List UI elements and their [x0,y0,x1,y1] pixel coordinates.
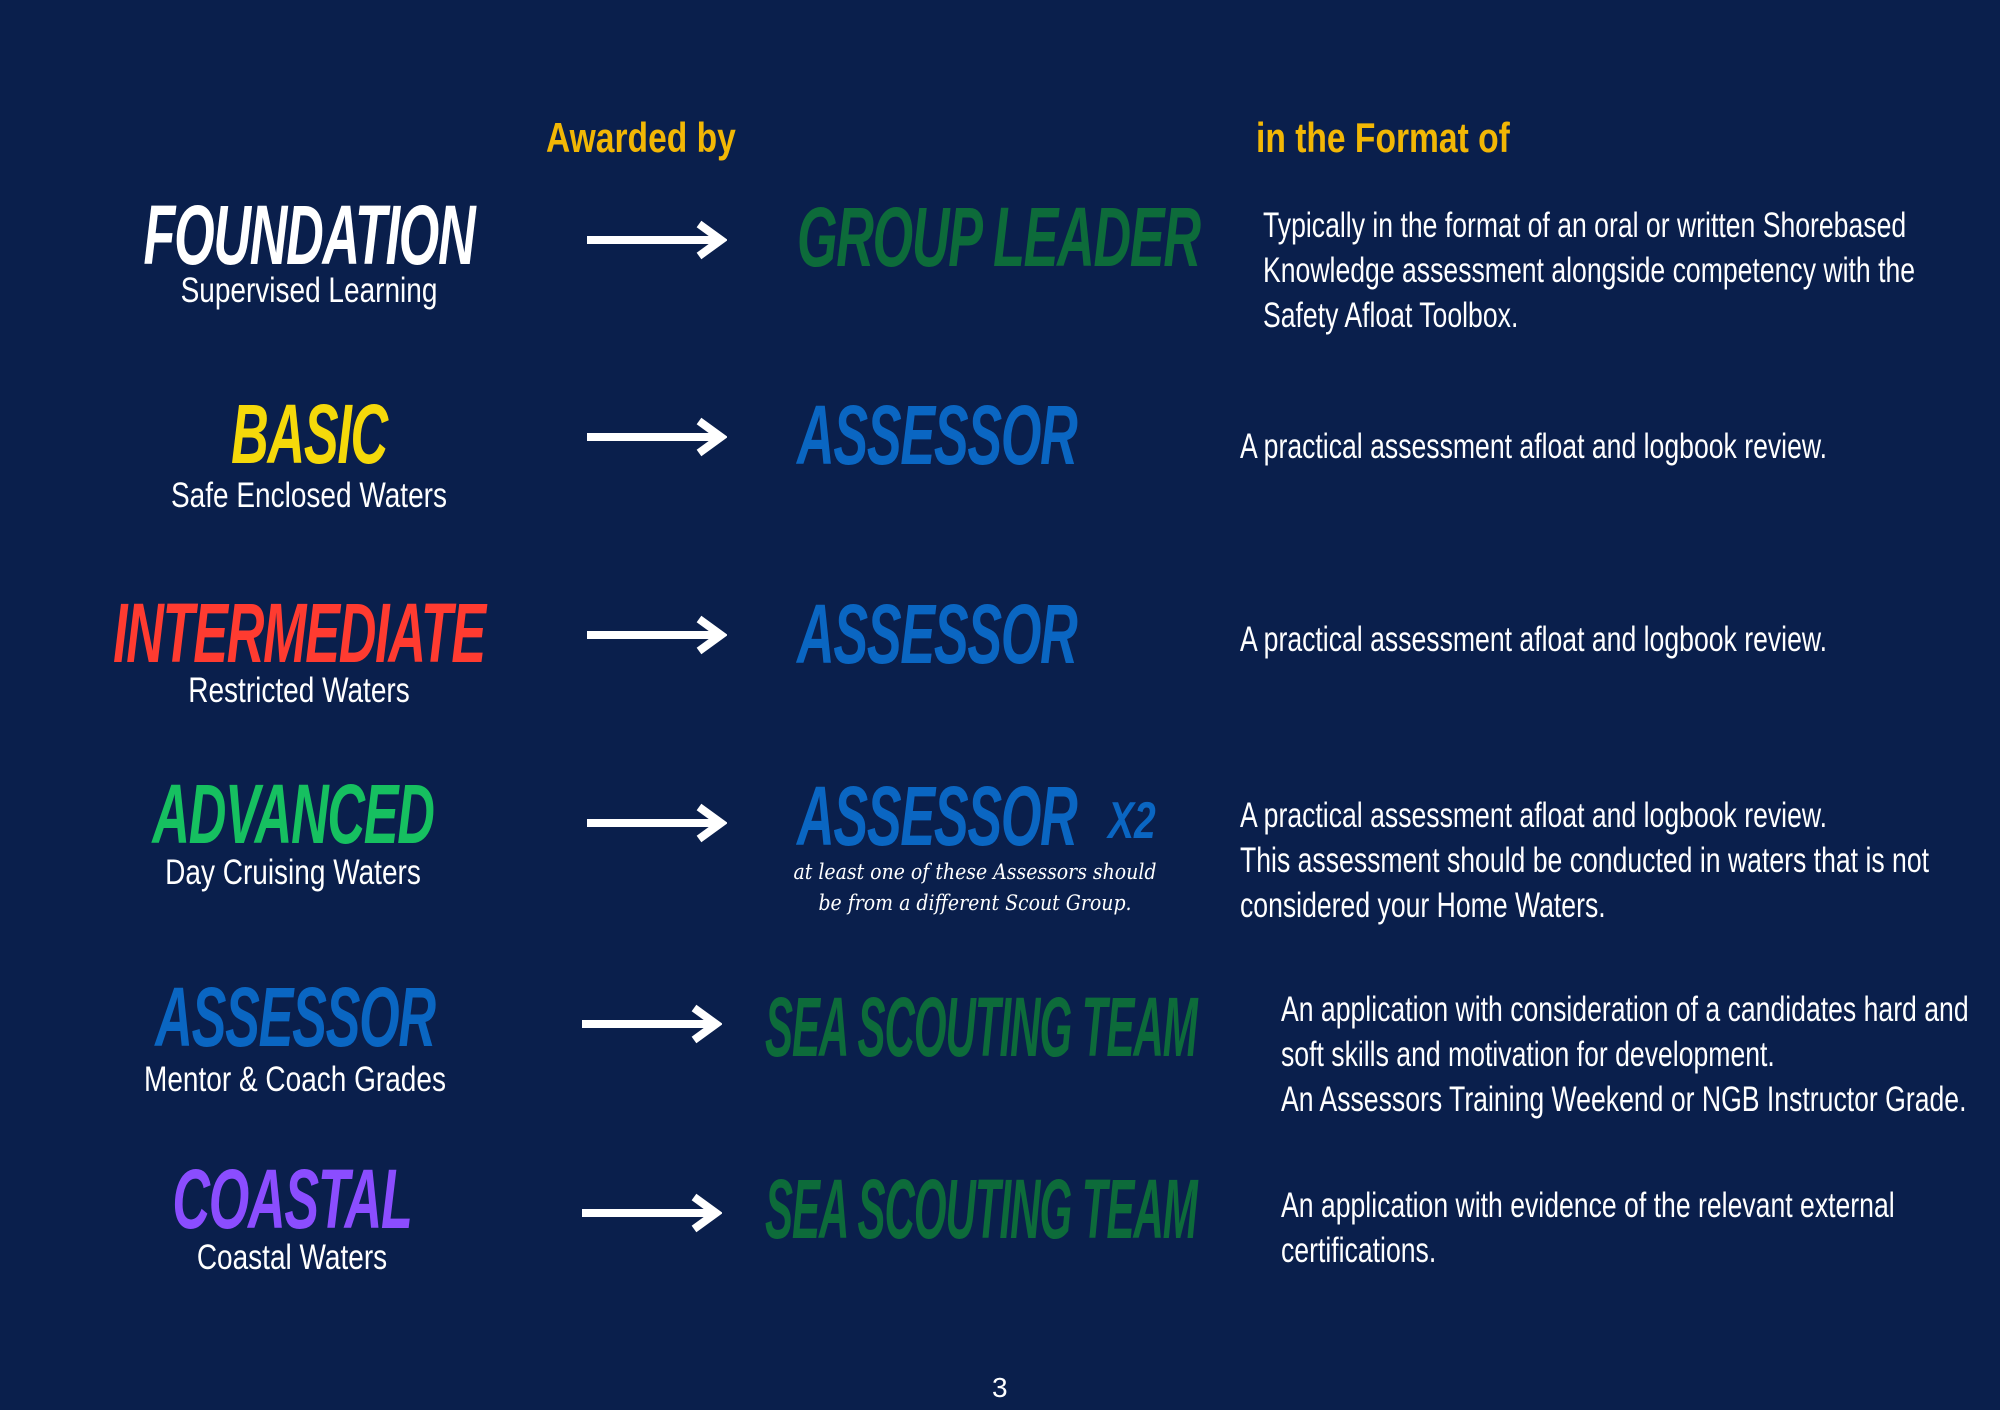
awarded-by-value: ASSESSOR [797,587,1078,681]
awarded-by-value: ASSESSOR [797,388,1078,482]
format-description: A practical assessment afloat and logboo… [1240,424,1827,469]
level-title: ADVANCED [152,767,435,861]
right-arrow-icon [587,220,727,260]
format-line: soft skills and motivation for developme… [1281,1035,1775,1074]
level-subtitle: Coastal Waters [196,1238,388,1277]
format-description: An application with consideration of a c… [1281,987,1969,1122]
format-line: A practical assessment afloat and logboo… [1240,427,1828,466]
format-description: A practical assessment afloat and logboo… [1240,617,1827,662]
format-line: considered your Home Waters. [1240,886,1606,925]
format-description: Typically in the format of an oral or wr… [1263,203,1915,338]
awarded-by-value: GROUP LEADER [797,190,1201,284]
right-arrow-icon [582,1004,722,1044]
awarded-by-value: SEA SCOUTING TEAM [765,980,1198,1074]
format-line: Knowledge assessment alongside competenc… [1263,251,1916,290]
format-line: This assessment should be conducted in w… [1240,841,1930,880]
format-line: A practical assessment afloat and logboo… [1240,796,1828,835]
format-line: An application with consideration of a c… [1281,990,1969,1029]
level-title: BASIC [231,387,388,481]
awarded-by-header: Awarded by [546,114,736,161]
format-description: An application with evidence of the rele… [1281,1183,1895,1273]
level-subtitle: Mentor & Coach Grades [144,1060,446,1099]
level-subtitle: Restricted Waters [188,671,410,710]
right-arrow-icon [587,615,727,655]
level-title: ASSESSOR [155,970,436,1064]
right-arrow-icon [587,417,727,457]
level-title: FOUNDATION [143,188,476,282]
page-number: 3 [992,1372,1008,1403]
format-line: Safety Afloat Toolbox. [1263,296,1519,335]
awarded-by-value: SEA SCOUTING TEAM [765,1162,1198,1256]
level-title: COASTAL [172,1152,412,1246]
right-arrow-icon [587,803,727,843]
level-title: INTERMEDIATE [113,586,486,680]
award-multiplier: X2 [1108,792,1156,850]
format-line: certifications. [1281,1231,1437,1270]
right-arrow-icon [582,1193,722,1233]
level-subtitle: Supervised Learning [180,271,438,310]
format-line: Typically in the format of an oral or wr… [1263,206,1907,245]
awarded-by-value: ASSESSOR [797,769,1078,863]
format-line: An application with evidence of the rele… [1281,1186,1895,1225]
award-note-line: at least one of these Assessors should [793,860,1157,884]
format-line: A practical assessment afloat and logboo… [1240,620,1828,659]
award-note-line: be from a different Scout Group. [818,891,1132,915]
award-note: at least one of these Assessors should be… [794,857,1157,919]
format-line: An Assessors Training Weekend or NGB Ins… [1281,1080,1967,1119]
level-subtitle: Safe Enclosed Waters [171,476,447,515]
format-description: A practical assessment afloat and logboo… [1240,793,1929,928]
level-subtitle: Day Cruising Waters [165,853,421,892]
format-of-header: in the Format of [1256,114,1510,161]
